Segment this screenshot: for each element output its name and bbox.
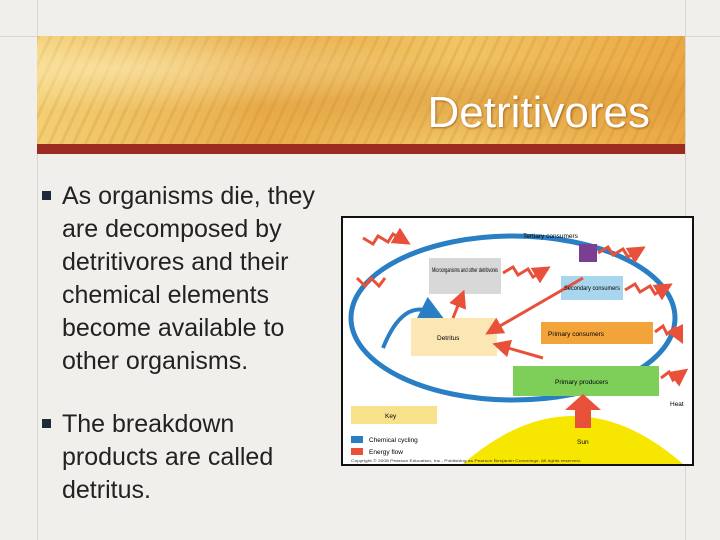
- key-box: [351, 406, 437, 424]
- energy-flow-arrow: [362, 227, 411, 247]
- secondary-consumers-box: [561, 276, 623, 300]
- energy-flow-swatch: [351, 448, 363, 455]
- chemical-cycle-arrow: [381, 296, 444, 349]
- energy-flow-arrow: [660, 368, 689, 387]
- energy-flow-arrow: [502, 264, 551, 284]
- chemical-cycling-label: Chemical cycling: [369, 437, 418, 444]
- sun-label: Sun: [577, 439, 589, 446]
- title-banner: [37, 36, 685, 144]
- bullet-item: As organisms die, they are decomposed by…: [42, 180, 337, 378]
- detritus-box: [411, 318, 497, 356]
- bullet-item: The breakdown products are called detrit…: [42, 408, 337, 507]
- key-title: Key: [385, 413, 397, 420]
- chemical-cycling-swatch: [351, 436, 363, 443]
- primary-consumers-box: [541, 322, 653, 344]
- slide-title: Detritivores: [427, 88, 651, 137]
- secondary-consumers-label: Secondary consumers: [564, 285, 621, 292]
- title-accent-bar: [37, 144, 685, 154]
- bullet-text: The breakdown products are called detrit…: [62, 410, 274, 504]
- heat-label: Heat: [670, 401, 684, 408]
- sun-shape: [463, 416, 683, 464]
- ecosystem-diagram: Tertiary consumers Microorganisms and ot…: [341, 216, 694, 466]
- frame-left-line: [37, 0, 38, 540]
- energy-flow-arrow: [654, 323, 684, 345]
- micro-detritivores-label: Microorganisms and other detritivores: [432, 267, 498, 274]
- square-bullet-icon: [42, 419, 51, 428]
- primary-producers-label: Primary producers: [555, 379, 609, 386]
- energy-flow-arrow: [624, 281, 673, 301]
- energy-flow-label: Energy flow: [369, 449, 403, 456]
- tertiary-consumers-label: Tertiary consumers: [523, 233, 579, 240]
- bullet-list: As organisms die, they are decomposed by…: [42, 180, 337, 537]
- energy-flow-arrow: [597, 244, 646, 264]
- primary-consumers-label: Primary consumers: [548, 331, 605, 338]
- energy-flow-arrow: [485, 276, 584, 335]
- micro-detritivores-box: [429, 258, 501, 294]
- energy-flow-arrow: [492, 339, 544, 360]
- sunlight-arrow: [565, 394, 601, 428]
- copyright-text: Copyright © 2008 Pearson Education, Inc.…: [351, 459, 581, 463]
- chemical-cycle-loop: [348, 233, 678, 403]
- primary-producers-box: [513, 366, 659, 396]
- bullet-text: As organisms die, they are decomposed by…: [62, 182, 315, 375]
- square-bullet-icon: [42, 191, 51, 200]
- ecosystem-diagram-svg: Tertiary consumers Microorganisms and ot…: [348, 227, 689, 464]
- energy-flow-arrow: [355, 275, 387, 289]
- tertiary-consumers-box: [579, 244, 597, 262]
- detritus-label: Detritus: [437, 335, 460, 342]
- energy-flow-arrow: [449, 289, 467, 319]
